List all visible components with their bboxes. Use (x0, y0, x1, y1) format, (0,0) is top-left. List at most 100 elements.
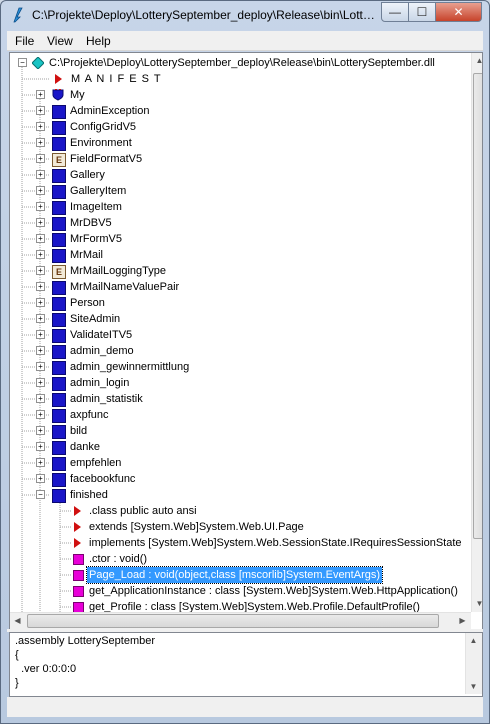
tree-item-label: .ctor : void() (89, 553, 148, 565)
code-line: } (15, 677, 19, 689)
tree-item-label: Gallery (70, 169, 105, 181)
expand-icon[interactable]: + (36, 202, 45, 211)
tree-root[interactable]: − C:\Projekte\Deploy\LotterySeptember_de… (10, 55, 471, 71)
tree-item-type[interactable]: +admin_demo (10, 343, 310, 359)
tree-item-type[interactable]: + MrDBV5 (10, 215, 310, 231)
tree-item-manifest[interactable]: M A N I F E S T (10, 71, 310, 87)
tree-item-member[interactable]: implements [System.Web]System.Web.Sessio… (10, 535, 471, 551)
tree-item-member[interactable]: .ctor : void() (10, 551, 471, 567)
tree-item-type[interactable]: +GalleryItem (10, 183, 310, 199)
class-icon (52, 361, 66, 375)
tree-item-type[interactable]: + empfehlen (10, 455, 310, 471)
scroll-down-icon[interactable]: ▼ (472, 596, 482, 611)
tree-item-label: extends [System.Web]System.Web.UI.Page (89, 521, 304, 533)
class-icon (52, 377, 66, 391)
scroll-up-icon[interactable]: ▲ (466, 633, 481, 648)
menu-help[interactable]: Help (86, 34, 111, 48)
class-icon (52, 345, 66, 359)
tree-item-type[interactable]: +admin_gewinnermittlung (10, 359, 310, 375)
tree-item-type[interactable]: + Gallery (10, 167, 310, 183)
expand-icon[interactable]: + (36, 138, 45, 147)
tree-item-type[interactable]: +admin_login (10, 375, 310, 391)
tree-item-selected-method[interactable]: Page_Load : void(object,class [mscorlib]… (10, 566, 471, 584)
tree-item-type[interactable]: + MrMailNameValuePair (10, 279, 310, 295)
tree-item-label: ValidateITV5 (70, 329, 133, 341)
disassembly-output[interactable]: .assembly LotterySeptember{ .ver 0:0:0:0… (9, 632, 483, 697)
expand-icon[interactable]: + (36, 346, 45, 355)
tree-item-type[interactable]: + ValidateITV5 (10, 327, 310, 343)
expand-icon[interactable]: + (36, 234, 45, 243)
tree-item-label: MrDBV5 (70, 217, 112, 229)
expand-icon[interactable]: + (36, 154, 45, 163)
class-icon (52, 121, 66, 135)
tree-item-type[interactable]: +Person (10, 295, 310, 311)
tree-item-type[interactable]: +axpfunc (10, 407, 310, 423)
assembly-tree[interactable]: − C:\Projekte\Deploy\LotterySeptember_de… (9, 52, 483, 630)
expand-icon[interactable]: + (36, 298, 45, 307)
scroll-up-icon[interactable]: ▲ (472, 53, 482, 68)
pane-splitter[interactable] (7, 629, 483, 632)
expand-icon[interactable]: + (36, 474, 45, 483)
tree-item-type[interactable]: + ConfigGridV5 (10, 119, 310, 135)
minimize-button[interactable]: — (381, 2, 409, 22)
expand-icon[interactable]: + (36, 378, 45, 387)
expand-icon[interactable]: + (36, 394, 45, 403)
tree-item-type[interactable]: +MrMail (10, 247, 310, 263)
tree-item-member[interactable]: extends [System.Web]System.Web.UI.Page (10, 519, 471, 535)
expand-icon[interactable]: + (36, 266, 45, 275)
expand-icon[interactable]: + (36, 442, 45, 451)
close-button[interactable]: ✕ (435, 2, 482, 22)
expand-icon[interactable]: + (36, 90, 45, 99)
class-icon (52, 409, 66, 423)
expand-icon[interactable]: + (36, 122, 45, 131)
tree-item-label: M A N I F E S T (71, 73, 162, 85)
expand-icon[interactable]: + (36, 426, 45, 435)
tree-item-member[interactable]: .class public auto ansi (10, 503, 471, 519)
tree-item-label: ConfigGridV5 (70, 121, 137, 133)
expand-icon[interactable]: + (36, 410, 45, 419)
expand-icon[interactable]: + (36, 218, 45, 227)
tree-item-type[interactable]: +bild (10, 423, 310, 439)
horizontal-scrollbar[interactable]: ◀ ▶ (10, 612, 471, 629)
expand-icon[interactable]: + (36, 314, 45, 323)
tree-item-type[interactable]: +MrFormV5 (10, 231, 310, 247)
tree-item-type[interactable]: +admin_statistik (10, 391, 310, 407)
menu-view[interactable]: View (47, 34, 73, 48)
expand-icon[interactable]: + (36, 250, 45, 259)
menu-file[interactable]: File (15, 34, 35, 48)
collapse-icon[interactable]: − (18, 58, 27, 67)
tree-item-type[interactable]: −finished (10, 487, 310, 503)
tree-item-label: MrMailNameValuePair (70, 281, 180, 293)
expand-icon[interactable]: + (36, 362, 45, 371)
expand-icon[interactable]: + (36, 330, 45, 339)
tree-item-type[interactable]: +facebookfunc (10, 471, 310, 487)
vertical-scroll-thumb[interactable] (473, 73, 482, 539)
scroll-down-icon[interactable]: ▼ (466, 679, 481, 694)
tree-item-type[interactable]: +AdminException (10, 103, 310, 119)
tree-item-type[interactable]: +Environment (10, 135, 310, 151)
code-vertical-scrollbar[interactable]: ▲ ▼ (465, 633, 482, 694)
expand-icon[interactable]: + (36, 106, 45, 115)
expand-icon[interactable]: + (36, 186, 45, 195)
title-bar[interactable]: C:\Projekte\Deploy\LotterySeptember_depl… (1, 1, 489, 29)
expand-icon[interactable]: + (36, 170, 45, 179)
tree-item-my[interactable]: + My (10, 87, 310, 103)
vertical-scrollbar[interactable]: ▲ ▼ (471, 53, 482, 612)
tree-item-label: get_Profile : class [System.Web]System.W… (89, 601, 420, 613)
collapse-icon[interactable]: − (36, 490, 45, 499)
tree-item-type[interactable]: +SiteAdmin (10, 311, 310, 327)
scroll-left-icon[interactable]: ◀ (10, 613, 25, 628)
class-icon (52, 217, 66, 231)
maximize-button[interactable]: ☐ (408, 2, 436, 22)
tree-item-type[interactable]: +ImageItem (10, 199, 310, 215)
expand-icon[interactable]: + (36, 458, 45, 467)
tree-item-member[interactable]: get_ApplicationInstance : class [System.… (10, 583, 471, 599)
scroll-right-icon[interactable]: ▶ (455, 613, 470, 628)
tree-item-label: empfehlen (70, 457, 122, 469)
tree-item-type[interactable]: +danke (10, 439, 310, 455)
expand-icon[interactable]: + (36, 282, 45, 291)
horizontal-scroll-thumb[interactable] (27, 614, 439, 628)
